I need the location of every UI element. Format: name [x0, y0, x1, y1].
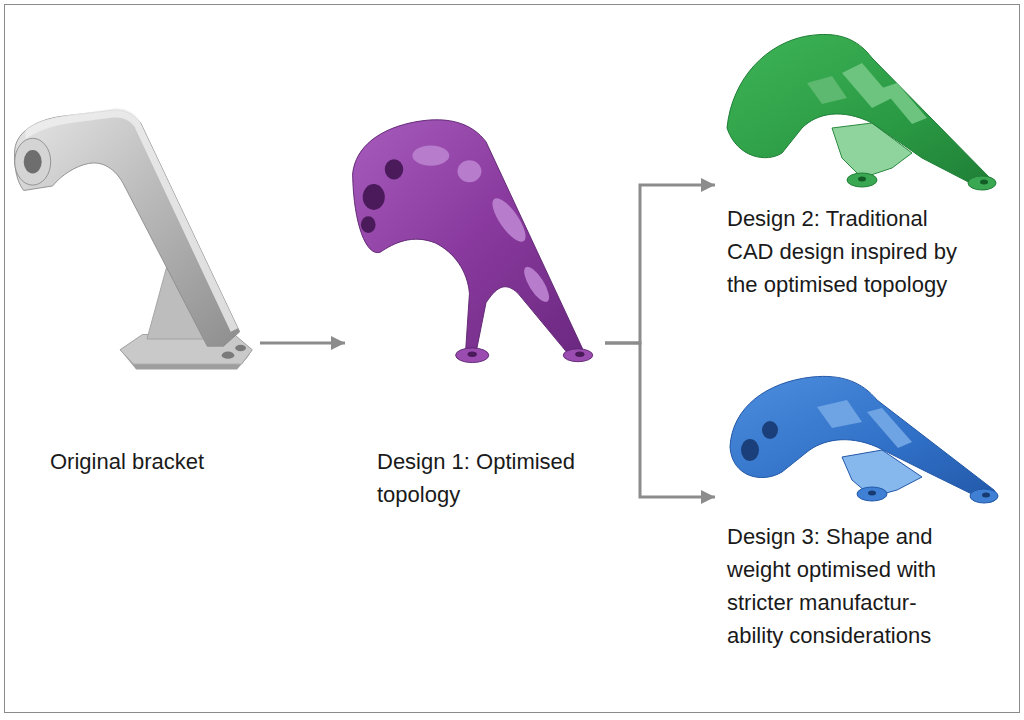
cad-design-bracket: [727, 34, 996, 190]
figure-panel: Design 1: Optimised topology: [345, 100, 605, 519]
caption: Original bracket: [50, 445, 250, 478]
frame: [5, 5, 1020, 713]
figure-panel: Design 3: Shape and weight optimised wit…: [715, 365, 1010, 660]
caption: Design 1: Optimised topology: [377, 445, 602, 511]
shape-optimised-bracket: [730, 376, 998, 503]
optimised-topology-bracket: [353, 120, 593, 363]
figure-panel: Original bracket: [10, 100, 260, 486]
flow-arrow: [260, 342, 345, 345]
caption: Design 3: Shape and weight optimised wit…: [727, 520, 959, 652]
flow-arrow: [605, 343, 715, 497]
caption: Design 2: Traditional CAD design inspire…: [727, 202, 969, 301]
original-bracket: [15, 108, 253, 369]
flow-arrow: [605, 185, 715, 343]
figure-panel: Design 2: Traditional CAD design inspire…: [715, 22, 1010, 309]
